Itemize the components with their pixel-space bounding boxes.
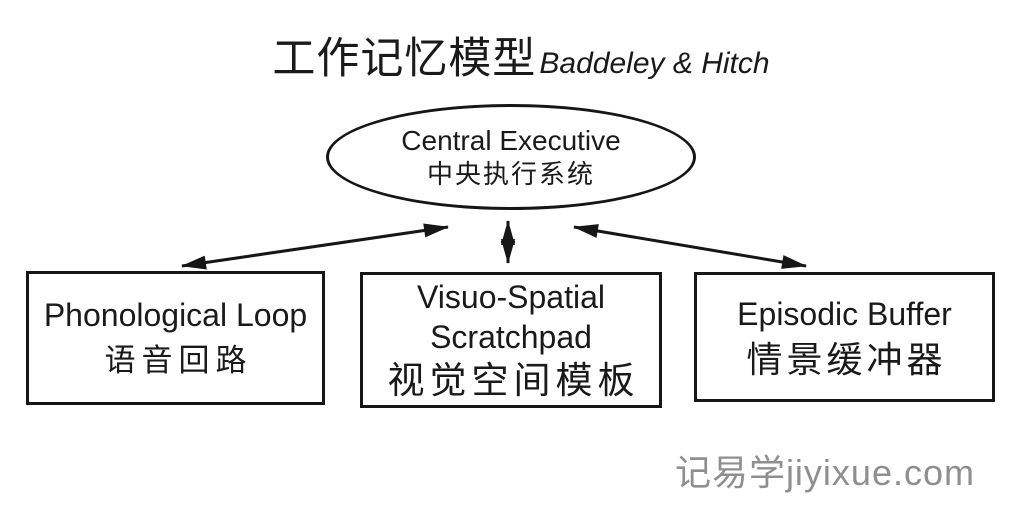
- central-executive-label-en: Central Executive: [401, 125, 621, 156]
- arrow-central-to-episodic: [573, 224, 807, 269]
- phonological-loop-label-en: Phonological Loop: [43, 296, 308, 333]
- watermark: 记易学jiyixue.com: [674, 452, 975, 493]
- phonological-loop-label-zh: 语音回路: [104, 342, 253, 378]
- central-executive-node: Central Executive 中央执行系统: [326, 104, 696, 210]
- visuospatial-label-zh: 视觉空间模板: [387, 359, 640, 401]
- central-executive-label-zh: 中央执行系统: [426, 159, 595, 189]
- episodic-buffer-label-en: Episodic Buffer: [737, 295, 952, 332]
- episodic-buffer-label-zh: 情景缓冲器: [746, 338, 947, 380]
- phonological-loop-node: Phonological Loop 语音回路: [26, 271, 325, 405]
- visuospatial-label-en-line1: Visuo-Spatial: [417, 278, 605, 315]
- arrow-central-to-phonological: [181, 223, 449, 270]
- visuospatial-scratchpad-node: Visuo-Spatial Scratchpad 视觉空间模板: [360, 272, 662, 408]
- visuospatial-label-en-line2: Scratchpad: [430, 318, 592, 355]
- title-authors: Baddeley & Hitch: [539, 47, 770, 80]
- episodic-buffer-node: Episodic Buffer 情景缓冲器: [694, 272, 995, 402]
- title-chinese: 工作记忆模型: [272, 35, 537, 83]
